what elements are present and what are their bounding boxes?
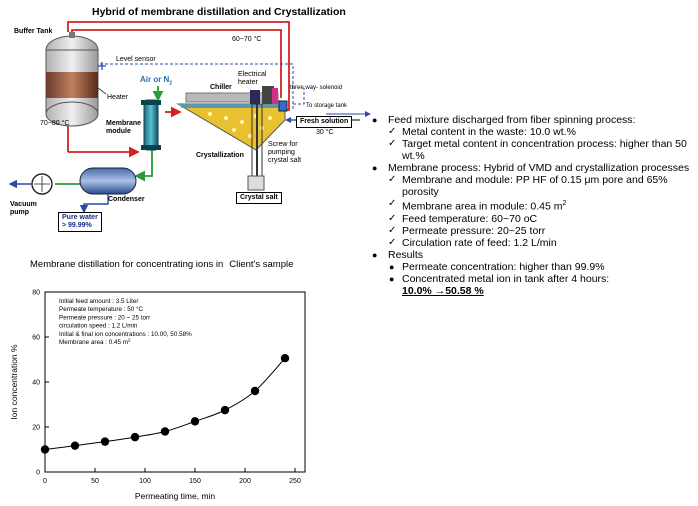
storage-label: To storage tank [306,103,348,109]
annotation-line: Membrane area : 0.45 m2 [59,338,131,347]
results-final: 10.0% →50.58 % [372,285,698,297]
data-point [280,353,290,363]
solenoid-label: three way- solenoid [290,85,343,91]
results-header: Results [372,249,698,261]
membrane-item: Feed temperature: 60~70 oC [372,213,698,225]
membrane-module-unit [141,99,161,151]
chiller-label: Chiller [210,84,232,91]
air-n2-label: Air or N2 [140,75,173,87]
x-tick-label: 50 [91,478,99,485]
crystal-salt-label: Crystal salt [236,192,282,204]
results-item: Concentrated metal ion in tank after 4 h… [372,273,698,285]
feed-item: Metal content in the waste: 10.0 wt.% [372,126,698,138]
membrane-item: Permeate pressure: 20~25 torr [372,225,698,237]
data-point [160,427,170,436]
x-tick-label: 0 [43,478,47,485]
membrane-module-label: Membrane module [106,120,142,135]
tank-temp-label: 70~80 °C [40,120,70,127]
annotation-sup: 2 [128,338,131,343]
annotation-line: Permeate temperature : 50 °C [59,305,144,313]
membrane-item: Circulation rate of feed: 1.2 L/min [372,237,698,249]
crystallization-label: Crystallization [196,152,244,159]
annotation-line: Initial & final ion concentrations : 10.… [59,331,192,338]
membrane-header: Membrane process: Hybrid of VMD and crys… [372,162,698,174]
y-tick-label: 60 [32,335,40,342]
data-point [250,386,260,396]
condenser-label: Condenser [108,196,145,203]
crystallizer [176,86,286,191]
data-point [40,445,50,454]
electrical-heater-label: Electrical heater [238,71,267,86]
summary-panel: Feed mixture discharged from fiber spinn… [372,114,698,297]
data-point [70,441,80,450]
x-axis-label: Permeating time, min [135,491,216,501]
membrane-item: Membrane and module: PP HF of 0.15 μm po… [372,174,698,198]
buffer-tank [45,32,99,127]
y-axis-label: Ion concentration % [9,344,19,420]
chart-ticks: 0 50 100 150 200 250 0 20 40 60 80 [32,290,301,486]
data-point [220,405,230,415]
top-temp-label: 60~70 °C [232,36,262,43]
x-tick-label: 250 [289,478,301,485]
section-title-suffix: Client's sample [229,259,294,270]
vacuum-pump-unit [8,173,53,195]
y-tick-label: 0 [36,470,40,477]
data-point [190,417,200,426]
heater-label: Heater [107,94,129,101]
section-title-main: Membrane distillation for concentrating … [30,259,224,270]
concentration-chart: 0 50 100 150 200 250 0 20 40 60 80 Initial feed am… [9,290,306,501]
annotation-line: Permeate pressure : 20 ~ 25 torr [59,314,150,321]
pure-water-label: Pure water > 99.99% [58,212,102,232]
level-sensor-label: Level sensor [116,56,156,63]
chart-points [40,353,290,454]
control-lines [100,63,305,110]
membrane-area-sup: 2 [562,200,567,207]
x-tick-label: 150 [189,478,201,485]
buffer-tank-label: Buffer Tank [14,28,53,35]
data-point [100,437,110,446]
x-tick-label: 200 [239,478,251,485]
results-final-value: 10.0% →50.58 % [402,284,484,297]
annotation-line: circulation speed : 1.2 L/min [59,323,138,330]
condenser-unit [79,167,137,195]
y-tick-label: 20 [32,425,40,432]
data-point [130,432,140,442]
y-tick-label: 40 [32,380,40,387]
fit-curve [44,357,286,450]
diagram-title: Hybrid of membrane distillation and Crys… [92,6,346,18]
feed-header: Feed mixture discharged from fiber spinn… [372,114,698,126]
x-tick-label: 100 [139,478,151,485]
vacuum-pump-label: Vacuum pump [10,201,37,216]
feed-item: Target metal content in concentration pr… [372,138,698,162]
fresh-temp-label: 30 °C [316,129,334,136]
y-tick-label: 80 [32,290,40,297]
annotation-line: Initial feed amount : 3.5 Liter [59,298,138,305]
results-item: Permeate concentration: higher than 99.9… [372,261,698,273]
vapour-pipes [55,150,153,185]
membrane-area-text: Membrane area in module: 0.45 m [402,200,563,213]
chart-annotation: Initial feed amount : 3.5 LiterPermeate … [59,298,192,346]
membrane-item: Membrane area in module: 0.45 m2 [372,198,698,213]
section-title: Membrane distillation for concentrating … [30,259,293,270]
fresh-solution-label: Fresh solution [296,116,353,128]
screw-label: Screw for pumping crystal salt [268,141,302,164]
